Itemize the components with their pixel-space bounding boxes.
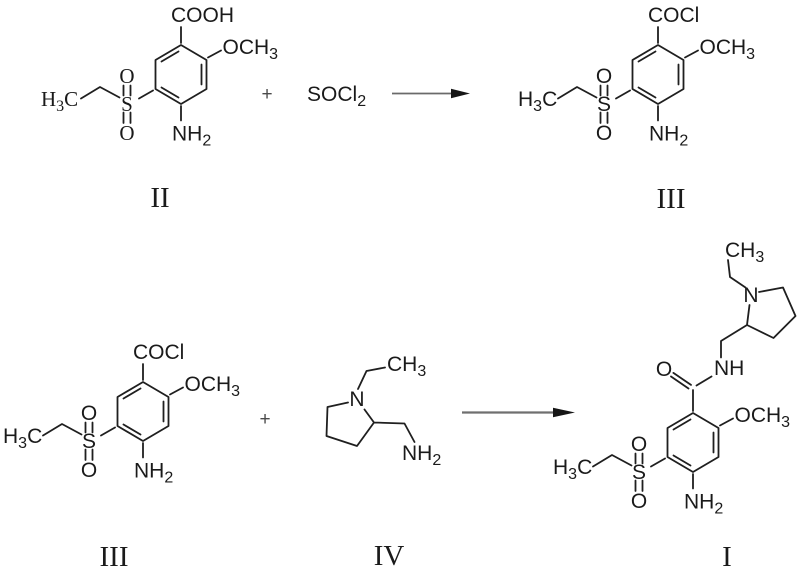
arrow-head (553, 407, 575, 418)
ethyl-ch3-label: H3C (41, 87, 78, 115)
ring-nitrogen-label: N (743, 284, 758, 307)
amine-label: NH2 (134, 460, 173, 487)
ethyl-ch3-label: H3C (553, 456, 592, 483)
sulfur-label: S (597, 93, 611, 116)
benzene-ring (116, 381, 170, 442)
compound-I-core-structure: OCH3 NH2 S O O H3C (553, 404, 790, 518)
oxygen-bottom-label: O (596, 122, 612, 145)
compound-IV-structure: CH3 N NH2 (325, 353, 441, 469)
sulfonyl-double-bonds (122, 84, 132, 124)
amine-label: NH2 (172, 123, 211, 150)
carbonyl-oxygen-label: O (656, 358, 672, 381)
benzene-double-bonds (672, 418, 715, 467)
methoxy-label: OCH3 (735, 404, 791, 431)
methoxy-label: OCH3 (185, 373, 241, 400)
n-ethyl-ch3-label: CH3 (725, 239, 764, 266)
oxygen-top-label: O (596, 65, 612, 88)
methoxy-label: OCH3 (223, 36, 279, 63)
substituent-bonds (42, 363, 184, 459)
acyl-chloride-label: COCl (648, 4, 699, 27)
compound-label-IV: IV (374, 540, 405, 571)
compound-label-I: I (722, 541, 732, 571)
compound-label-III-bottom: III (100, 541, 129, 571)
substituent-bonds (592, 417, 734, 490)
compound-I-amide-pyrrolidine: O NH N CH3 (656, 239, 797, 412)
amide-and-pyrrolidine-bonds (692, 259, 797, 412)
oxygen-top-label: O (81, 402, 97, 425)
oxygen-bottom-label: O (81, 459, 97, 482)
benzene-double-bonds (122, 387, 165, 436)
oxygen-top-label: O (119, 64, 134, 88)
pyrrolidine-bonds (325, 366, 416, 447)
substituent-bonds (80, 26, 222, 122)
benzene-double-bonds (160, 50, 203, 99)
compound-label-III-top: III (657, 183, 686, 215)
sulfur-label: S (632, 461, 646, 484)
reaction-arrow-step1 (392, 88, 470, 99)
benzene-double-bonds (637, 50, 680, 99)
carbonyl-double-bond (670, 372, 692, 390)
sulfonyl-double-bonds (599, 84, 609, 124)
sulfonyl-double-bonds (634, 452, 644, 492)
acyl-chloride-label: COCl (133, 341, 184, 364)
oxygen-bottom-label: O (119, 121, 134, 145)
sulfur-label: S (82, 430, 96, 453)
sulfur-label: S (121, 92, 133, 116)
ethyl-ch3-label: H3C (3, 425, 42, 452)
oxygen-top-label: O (631, 433, 647, 456)
oxygen-bottom-label: O (631, 490, 647, 513)
amine-label: NH2 (649, 123, 688, 150)
benzene-ring (631, 44, 685, 105)
amide-nh-label: NH (714, 357, 744, 380)
compound-label-II: II (150, 182, 169, 214)
arrow-head (451, 88, 470, 99)
benzene-ring (666, 412, 720, 473)
methoxy-label: OCH3 (700, 36, 756, 63)
sulfonyl-double-bonds (84, 421, 94, 461)
ring-nitrogen-label: N (349, 388, 364, 411)
ethyl-ch3-label: H3C (518, 88, 557, 115)
plus-sign-step2: + (259, 409, 270, 430)
carboxyl-label: COOH (171, 4, 234, 27)
compound-III-top-structure: COCl OCH3 NH2 S O O H3C (518, 4, 755, 150)
reagent-socl2-label: SOCl2 (307, 83, 366, 110)
substituent-bonds (557, 26, 699, 122)
n-ethyl-ch3-label: CH3 (387, 353, 426, 380)
plus-sign-step1: + (261, 84, 272, 105)
amine-label: NH2 (684, 491, 723, 518)
aminomethyl-label: NH2 (402, 442, 441, 469)
compound-III-bottom-structure: COCl OCH3 NH2 S O O H3C (3, 341, 240, 487)
reaction-arrow-step2 (462, 407, 575, 418)
compound-II-structure: COOH OCH3 NH2 S O O H3C (41, 4, 278, 150)
benzene-ring (154, 44, 208, 105)
